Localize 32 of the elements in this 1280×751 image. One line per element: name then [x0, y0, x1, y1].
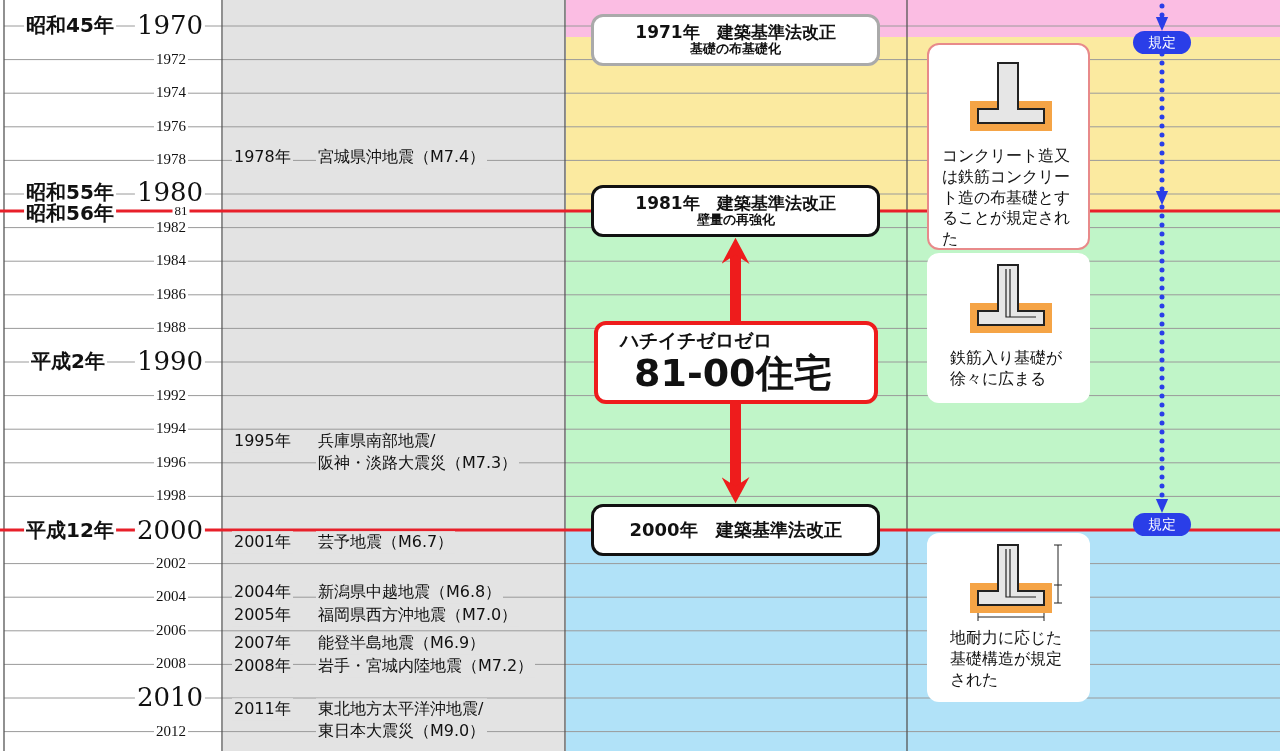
highlight-box — [594, 321, 878, 404]
label-pill: 規定 — [1133, 513, 1191, 536]
earthquake-text: 宮城県沖地震（M7.4） — [316, 146, 488, 168]
box-title: 2000年 建築基準法改正 — [629, 519, 842, 541]
earthquake-text: 芸予地震（M6.7） — [316, 531, 456, 553]
box-title: 1971年 建築基準法改正 — [635, 22, 836, 42]
era-label: 平成12年 — [24, 519, 116, 541]
era-label: 昭和56年 — [24, 202, 116, 224]
earthquake-text: 岩手・宮城内陸地震（M7.2） — [316, 655, 536, 677]
info-card — [927, 43, 1090, 250]
info-card — [927, 253, 1090, 403]
law-revision-box — [591, 185, 880, 237]
card-text: コンクリート造又は鉄筋コンクリート造の布基礎とすることが規定された — [942, 146, 1072, 250]
earthquake-text: 兵庫県南部地震/阪神・淡路大震災（M7.3） — [316, 430, 520, 474]
era-label: 昭和45年 — [24, 14, 116, 36]
box-subtitle: 壁量の再強化 — [696, 213, 775, 229]
label-pill: 規定 — [1133, 31, 1191, 54]
era-label: 昭和55年 — [24, 181, 116, 203]
law-revision-box — [591, 504, 880, 556]
card-text: 地耐力に応じた基礎構造が規定された — [950, 628, 1064, 691]
arrow — [721, 237, 750, 321]
box-title: 1981年 建築基準法改正 — [635, 193, 836, 213]
arrow — [721, 404, 750, 504]
card-text: 鉄筋入り基礎が徐々に広まる — [950, 348, 1064, 390]
box-subtitle: 81-00住宅 — [634, 351, 832, 396]
info-card — [927, 533, 1090, 702]
era-label: 平成2年 — [29, 350, 107, 372]
box-subtitle: 基礎の布基礎化 — [690, 42, 781, 58]
box-title: ハチイチゼロゼロ — [620, 329, 772, 352]
law-revision-box — [591, 14, 880, 66]
earthquake-text: 新潟県中越地震（M6.8） — [316, 581, 504, 603]
earthquake-text: 東北地方太平洋沖地震/東日本大震災（M9.0） — [316, 698, 488, 742]
